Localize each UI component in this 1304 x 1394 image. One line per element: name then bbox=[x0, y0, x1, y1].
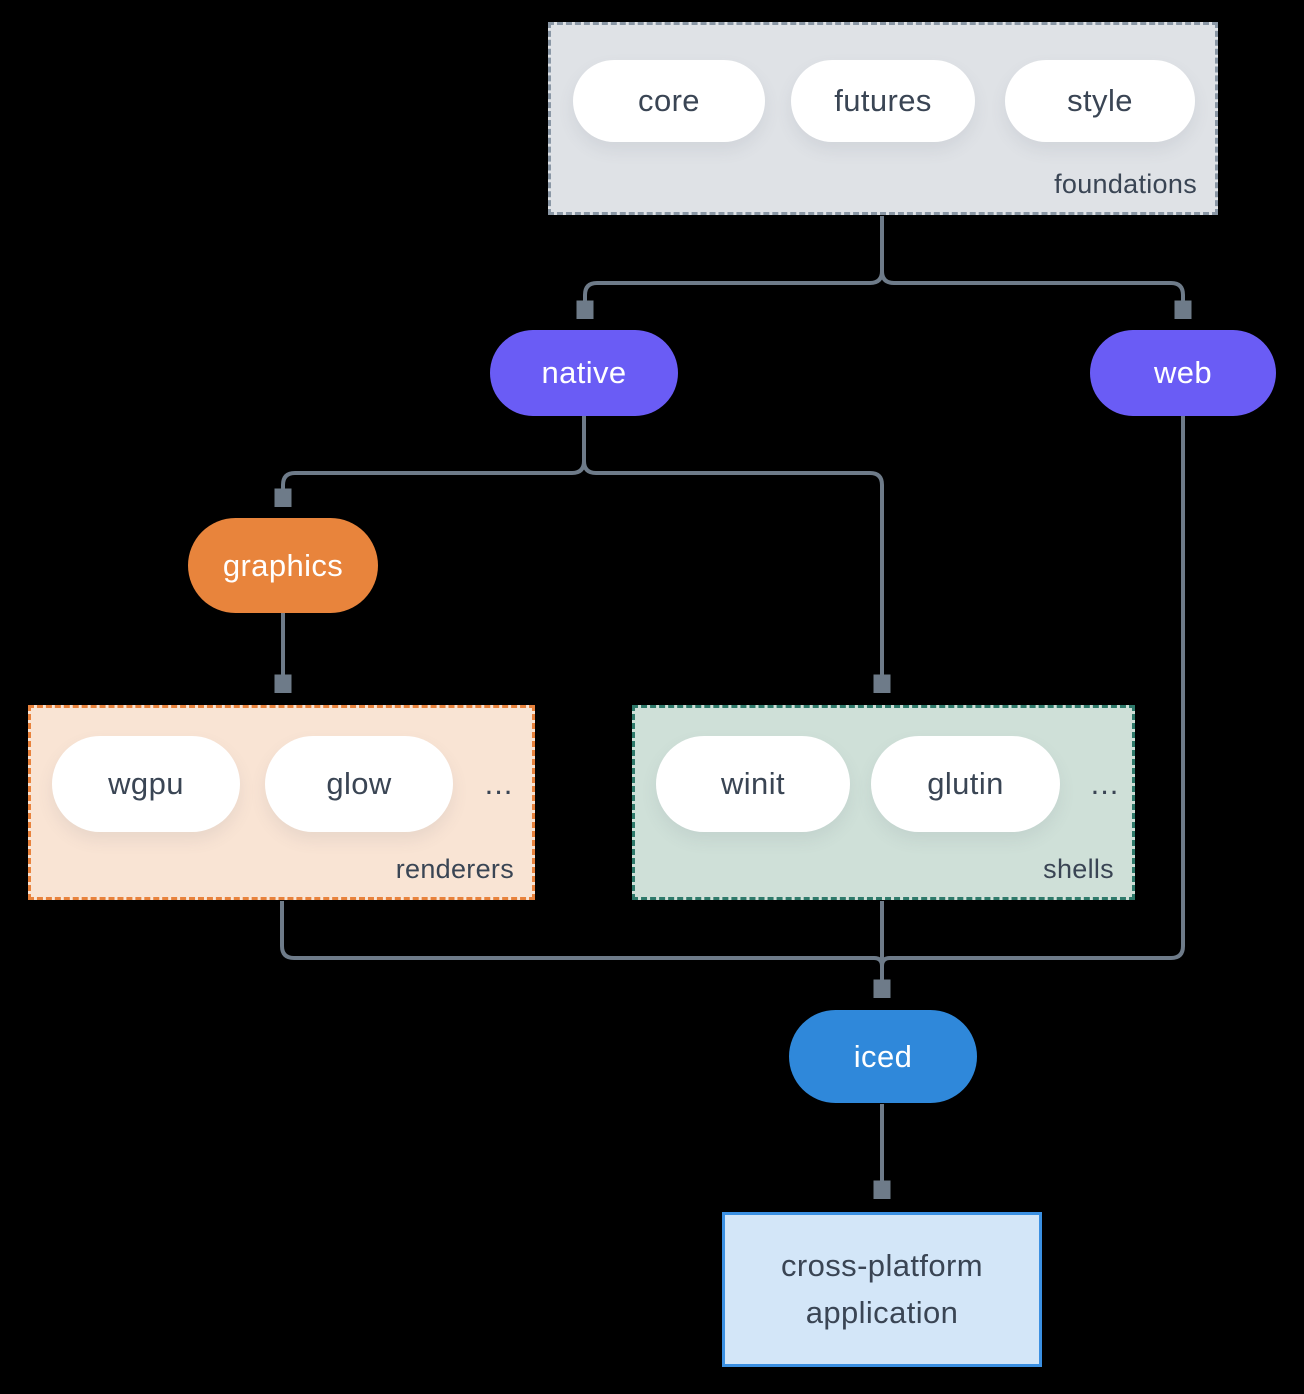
node-style: style bbox=[1005, 60, 1195, 142]
node-core-label: core bbox=[638, 83, 700, 118]
foundations-group-label: foundations bbox=[1054, 169, 1197, 199]
node-iced: iced bbox=[789, 1010, 977, 1103]
node-winit-label: winit bbox=[720, 766, 785, 801]
node-core: core bbox=[573, 60, 765, 142]
node-futures: futures bbox=[791, 60, 975, 142]
node-web: web bbox=[1090, 330, 1276, 416]
node-web-label: web bbox=[1153, 355, 1213, 390]
node-graphics: graphics bbox=[188, 518, 378, 613]
node-glow-label: glow bbox=[326, 766, 392, 801]
node-winit: winit bbox=[656, 736, 850, 832]
node-iced-label: iced bbox=[853, 1038, 913, 1074]
foundations-box: core futures style foundations bbox=[548, 22, 1218, 215]
shells-group-label: shells bbox=[1043, 854, 1114, 884]
node-glow: glow bbox=[265, 736, 453, 832]
renderers-group-label: renderers bbox=[395, 854, 514, 884]
app-box: cross-platform application bbox=[722, 1212, 1042, 1367]
renderers-ellipsis: ... bbox=[484, 766, 514, 801]
node-wgpu-label: wgpu bbox=[108, 766, 184, 801]
shells-ellipsis: ... bbox=[1090, 766, 1120, 801]
connector-native-shells bbox=[582, 416, 882, 688]
node-glutin: glutin bbox=[871, 736, 1060, 832]
app-label-line1: cross-platform bbox=[781, 1248, 983, 1283]
connector-foundations-native bbox=[585, 216, 884, 314]
node-futures-label: futures bbox=[834, 83, 932, 118]
connector-native-graphics bbox=[283, 416, 586, 502]
connector-renderers-merge bbox=[280, 901, 884, 967]
renderers-box: wgpu glow ... renderers bbox=[28, 705, 535, 900]
node-glutin-label: glutin bbox=[927, 766, 1004, 801]
node-native: native bbox=[490, 330, 678, 416]
app-label-line2: application bbox=[805, 1294, 959, 1330]
node-wgpu: wgpu bbox=[52, 736, 240, 832]
node-native-label: native bbox=[541, 355, 627, 390]
node-graphics-label: graphics bbox=[222, 547, 344, 583]
shells-box: winit glutin ... shells bbox=[632, 705, 1135, 900]
node-style-label: style bbox=[1067, 83, 1133, 118]
connector-foundations-web bbox=[880, 216, 1183, 314]
